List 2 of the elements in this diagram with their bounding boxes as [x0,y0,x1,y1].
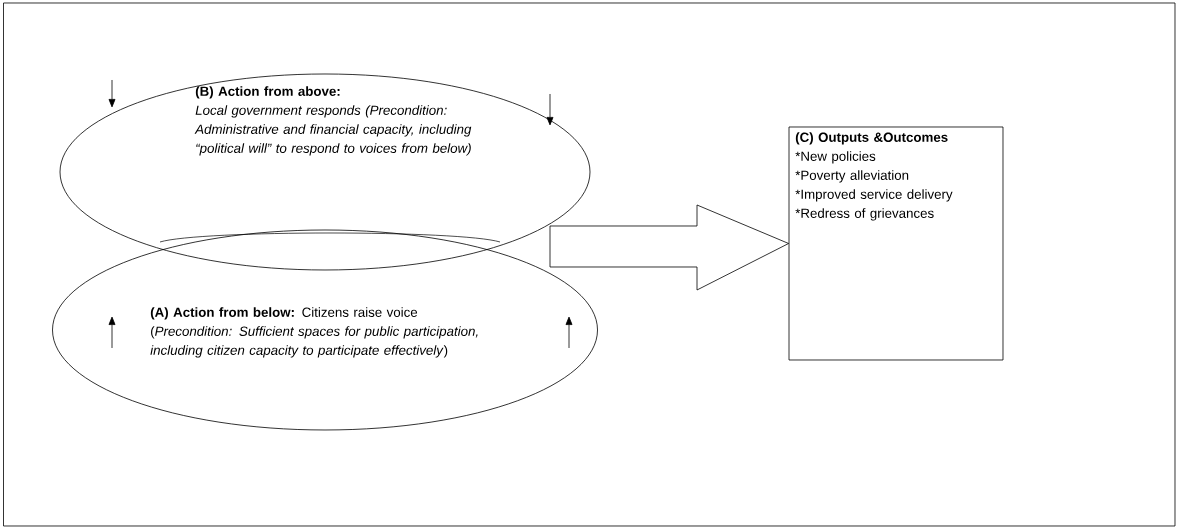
text-box: (C) Outputs &Outcomes *New policies *Poverty alleviation *Improved service delivery *Redress of grievances [788,126,1004,361]
block-arrow [549,204,789,291]
